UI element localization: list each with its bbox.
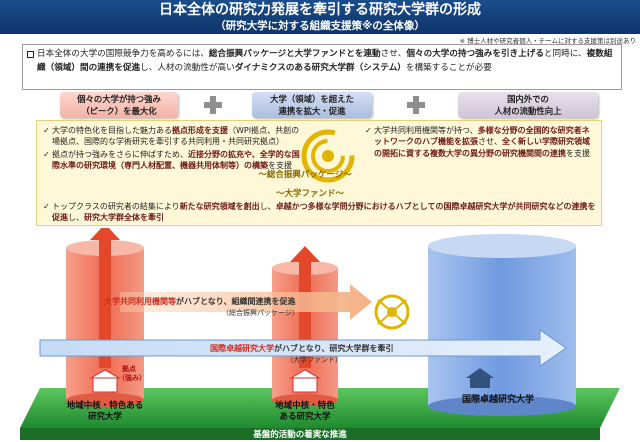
initiative-text: 大学共同利用機関等が持つ、 bbox=[374, 126, 478, 135]
plus-icon bbox=[204, 96, 222, 114]
fund-label: ～大学ファンド～ bbox=[275, 189, 344, 199]
university-label-excellence: 国際卓越研究大学 bbox=[462, 393, 534, 405]
initiative-highlight: 研究大学群全体を牽引 bbox=[84, 213, 164, 223]
initiative-text: を支援 bbox=[268, 161, 292, 171]
university-system-illustration: 大学共同利用機関等がハブとなり、組織間連携を促進 （総合振興パッケージ） 国際卓… bbox=[20, 228, 620, 440]
initiative-text: させ、 bbox=[478, 137, 502, 147]
summary-text-4: し、人材の流動性が高い bbox=[140, 62, 235, 73]
hub-strength-label: 拠点 bbox=[122, 364, 136, 373]
collaboration-arrow-label: 大学共同利用機関等がハブとなり、組織間連携を促進 bbox=[104, 296, 295, 306]
summary-text-5: を構築することが必要 bbox=[405, 62, 492, 73]
hub-strength-label-sub: （強み） bbox=[118, 373, 146, 382]
university-label-middle: 地域中核・特色 bbox=[275, 400, 335, 411]
initiative-text: を支援 bbox=[566, 148, 590, 158]
initiative-highlight: 近接分野の拡充や、全学的な国際水準の研究環境（専門人材配置、機器共用体制等）の構… bbox=[52, 150, 300, 171]
initiative-highlight: 全く新しい学際研究領域の開拓に資する複数大学の異分野の研究機関間の連携 bbox=[374, 137, 590, 158]
initiative-text: 大学の特色化を目指した魅力ある bbox=[52, 126, 172, 135]
excellence-university-building-icon bbox=[466, 368, 494, 388]
excellence-arrow-sublabel: （大学ファンド） bbox=[286, 355, 342, 364]
goal-pill-mobility-line1: 国内外での bbox=[507, 94, 549, 104]
university-label-left: 地域中核・特色ある bbox=[67, 400, 144, 411]
initiative-text: トップクラスの研究者の結集により bbox=[52, 202, 180, 211]
goal-pill-peak-line1: 個々の大学が持つ強み bbox=[77, 94, 161, 104]
summary-bold-3: 複数組織（領域）間の連携を促進 bbox=[37, 49, 613, 73]
goal-pill-peak-line2: （ピーク）を最大化 bbox=[81, 105, 157, 116]
summary-bold-4: ダイナミクスのある研究大学群（システム） bbox=[234, 62, 406, 73]
goal-pill-peak: 個々の大学が持つ強み （ピーク）を最大化 bbox=[60, 92, 178, 118]
initiative-highlight: 多様な分野の全国的な研究者ネットワークのハブ機能を拡張 bbox=[374, 126, 590, 147]
goal-pill-collaboration: 大学（領域）を超えた 連携を拡大・促進 bbox=[252, 92, 372, 118]
check-icon: ✓ bbox=[365, 126, 372, 135]
initiative-text: （WPI拠点、共創の場拠点、国際的な学術研究を牽引する共同利用・共同研究拠点） bbox=[52, 126, 300, 147]
initiative-excellence: ✓トップクラスの研究者の結集により新たな研究領域を創出し、卓越かつ多様な学問分野… bbox=[43, 201, 597, 224]
title-bar: 日本全体の研究力発展を牽引する研究大学群の形成 （研究大学に対する組織支援策※の… bbox=[0, 0, 640, 34]
initiative-text: し、 bbox=[259, 202, 276, 211]
initiative-hub-formation: ✓大学の特色化を目指した魅力ある拠点形成を支援（WPI拠点、共創の場拠点、国際的… bbox=[43, 125, 305, 148]
initiative-network-hub: ✓大学共同利用機関等が持つ、多様な分野の全国的な研究者ネットワークのハブ機能を拡… bbox=[365, 125, 597, 159]
initiative-text: 拠点が持つ強みをさらに伸ばすため、 bbox=[52, 150, 188, 159]
cylinder-excellence bbox=[428, 246, 576, 406]
square-bullet-icon bbox=[27, 51, 34, 58]
base-activity-label: 基盤的活動の着実な推進 bbox=[252, 429, 347, 440]
page-title: 日本全体の研究力発展を牽引する研究大学群の形成 bbox=[159, 2, 481, 18]
check-icon: ✓ bbox=[43, 202, 50, 211]
summary-bold-1: 総合振興パッケージと大学ファンドとを連動 bbox=[208, 49, 381, 59]
goal-pill-collaboration-line2: 連携を拡大・促進 bbox=[278, 105, 346, 116]
summary-text-3: と同時に、 bbox=[543, 49, 587, 59]
excellence-arrow-label: 国際卓越研究大学がハブとなり、研究大学群を牽引 bbox=[210, 343, 393, 353]
university-building-icon bbox=[289, 369, 321, 393]
footnote: ※ 博士人材や研究者個人・チームに対する支援策は別途あり bbox=[459, 37, 636, 45]
initiatives-panel: ✓大学の特色化を目指した魅力ある拠点形成を支援（WPI拠点、共創の場拠点、国際的… bbox=[36, 120, 602, 226]
summary-text-2: させ、 bbox=[380, 49, 407, 59]
base-platform-front bbox=[20, 428, 600, 440]
collaboration-arrow-sublabel: （総合振興パッケージ） bbox=[222, 308, 299, 317]
check-icon: ✓ bbox=[43, 150, 50, 159]
page-subtitle: （研究大学に対する組織支援策※の全体像） bbox=[215, 20, 425, 32]
goal-pill-collaboration-line1: 大学（領域）を超えた bbox=[270, 94, 354, 104]
cylinder-excellence-top bbox=[428, 234, 576, 258]
initiative-environment: ✓拠点が持つ強みをさらに伸ばすため、近接分野の拡充や、全学的な国際水準の研究環境… bbox=[43, 149, 305, 172]
university-label-left-2: 研究大学 bbox=[88, 411, 123, 422]
university-building-icon bbox=[89, 369, 121, 393]
goal-pill-mobility-line2: 人材の流動性向上 bbox=[494, 105, 562, 116]
initiative-text: し、 bbox=[68, 213, 84, 223]
excellence-arrow bbox=[39, 329, 567, 367]
summary-text-1: 日本全体の大学の国際競争力を高めるには、 bbox=[37, 49, 209, 59]
package-label: ～総合振興パッケージ～ bbox=[258, 170, 352, 180]
university-label-middle-2: ある研究大学 bbox=[279, 411, 331, 422]
summary-bold-2: 個々の大学の持つ強みを引き上げる bbox=[406, 49, 544, 59]
initiative-highlight: 卓越かつ多様な学問分野におけるハブとしての国際卓越研究大学が共同研究などの連携を… bbox=[52, 202, 596, 223]
package-emblem-icon bbox=[301, 129, 355, 183]
summary-box: 日本全体の大学の国際競争力を高めるには、総合振興パッケージと大学ファンドとを連動… bbox=[22, 44, 622, 90]
check-icon: ✓ bbox=[43, 126, 50, 135]
initiative-highlight: 拠点形成を支援 bbox=[172, 126, 228, 135]
up-arrow-left bbox=[90, 228, 120, 368]
initiative-highlight: 新たな研究領域を創出 bbox=[179, 202, 260, 211]
goal-pill-mobility: 国内外での 人材の流動性向上 bbox=[458, 92, 598, 118]
plus-icon bbox=[407, 96, 425, 114]
collaboration-arrow bbox=[120, 284, 372, 320]
